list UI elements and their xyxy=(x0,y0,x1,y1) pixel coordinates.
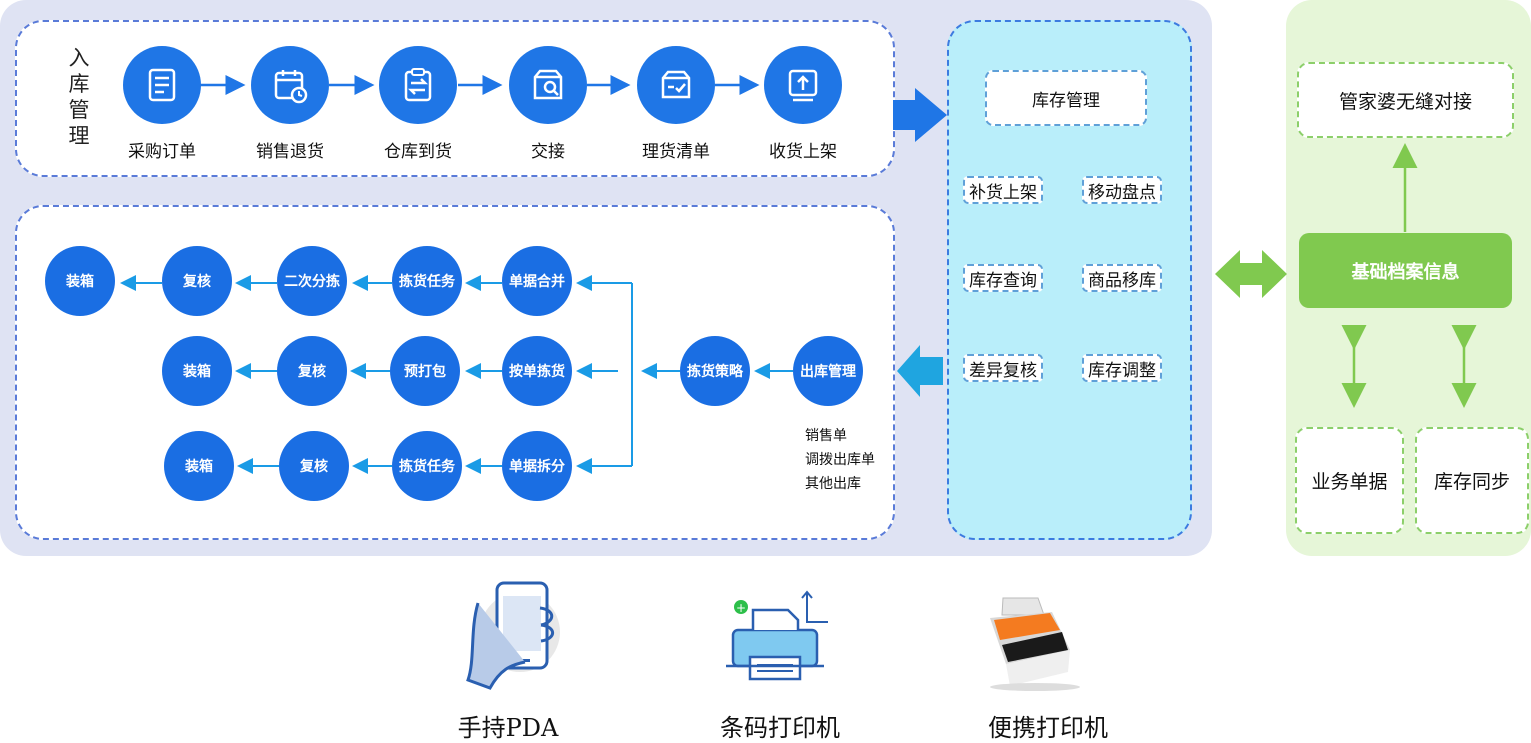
flow-node[interactable]: 二次分拣 xyxy=(277,246,347,316)
flow-node[interactable]: 复核 xyxy=(277,336,347,406)
inventory-sync-box[interactable]: 库存同步 xyxy=(1415,427,1529,534)
step-label: 理货清单 xyxy=(642,142,710,162)
warehouse-arrival-step[interactable] xyxy=(379,46,457,124)
flow-node[interactable]: 拣货任务 xyxy=(392,246,462,316)
inventory-item[interactable]: 移动盘点 xyxy=(1082,176,1162,204)
outbound-start-node[interactable]: 出库管理 xyxy=(793,336,863,406)
flow-node[interactable]: 装箱 xyxy=(45,246,115,316)
portable-printer-icon xyxy=(990,597,1080,691)
step-label: 销售退货 xyxy=(256,142,324,162)
purchase-order-step[interactable] xyxy=(123,46,201,124)
business-docs-box[interactable]: 业务单据 xyxy=(1295,427,1404,534)
calendar-icon xyxy=(274,70,308,104)
sync-double-arrow xyxy=(1215,250,1287,298)
base-info-box[interactable]: 基础档案信息 xyxy=(1299,233,1512,308)
step-label: 交接 xyxy=(531,142,565,162)
upload-icon xyxy=(788,69,818,102)
tally-list-step[interactable] xyxy=(637,46,715,124)
outbound-flow-arrows xyxy=(120,275,793,474)
handover-step[interactable] xyxy=(509,46,587,124)
flow-node[interactable]: 按单拣货 xyxy=(502,336,572,406)
device-label: 便携打印机 xyxy=(988,714,1108,742)
flow-node[interactable]: 单据拆分 xyxy=(502,431,572,501)
step-label: 仓库到货 xyxy=(384,142,452,162)
inventory-item[interactable]: 库存查询 xyxy=(963,264,1043,292)
integration-arrows xyxy=(1341,143,1477,408)
document-icon xyxy=(148,68,176,102)
inbound-title: 入库管理 xyxy=(68,46,90,148)
handheld-pda-icon xyxy=(466,581,560,690)
outbound-type: 其他出库 xyxy=(805,476,861,492)
clipboard-transfer-icon xyxy=(404,68,432,102)
inventory-item[interactable]: 补货上架 xyxy=(963,176,1043,204)
flow-node[interactable]: 装箱 xyxy=(162,336,232,406)
inventory-item[interactable]: 商品移库 xyxy=(1082,264,1162,292)
step-label: 采购订单 xyxy=(128,142,196,162)
flow-node[interactable]: 拣货任务 xyxy=(392,431,462,501)
flow-node[interactable]: 装箱 xyxy=(164,431,234,501)
sales-return-step[interactable] xyxy=(251,46,329,124)
svg-text:+: + xyxy=(736,601,746,615)
barcode-printer-icon: + xyxy=(726,590,828,681)
search-box-icon xyxy=(533,69,563,100)
picking-strategy-node[interactable]: 拣货策略 xyxy=(680,336,750,406)
inventory-item[interactable]: 库存调整 xyxy=(1082,354,1162,382)
flow-node[interactable]: 复核 xyxy=(162,246,232,316)
inventory-item[interactable]: 差异复核 xyxy=(963,354,1043,382)
inbound-to-inventory-arrow xyxy=(893,88,947,142)
checked-box-icon xyxy=(661,70,691,99)
receive-shelve-step[interactable] xyxy=(764,46,842,124)
erp-integration-box[interactable]: 管家婆无缝对接 xyxy=(1297,62,1514,138)
step-label: 收货上架 xyxy=(769,142,837,162)
flow-node[interactable]: 预打包 xyxy=(390,336,460,406)
inventory-title[interactable]: 库存管理 xyxy=(985,70,1147,126)
outbound-type: 销售单 xyxy=(805,428,847,444)
flow-node[interactable]: 复核 xyxy=(279,431,349,501)
outbound-types: 销售单 调拨出库单 其他出库 xyxy=(805,424,875,496)
inventory-to-outbound-arrow xyxy=(897,345,943,397)
flow-node[interactable]: 单据合并 xyxy=(502,246,572,316)
device-label: 条码打印机 xyxy=(720,714,840,742)
device-label: 手持PDA xyxy=(457,714,559,742)
outbound-type: 调拨出库单 xyxy=(805,452,875,468)
